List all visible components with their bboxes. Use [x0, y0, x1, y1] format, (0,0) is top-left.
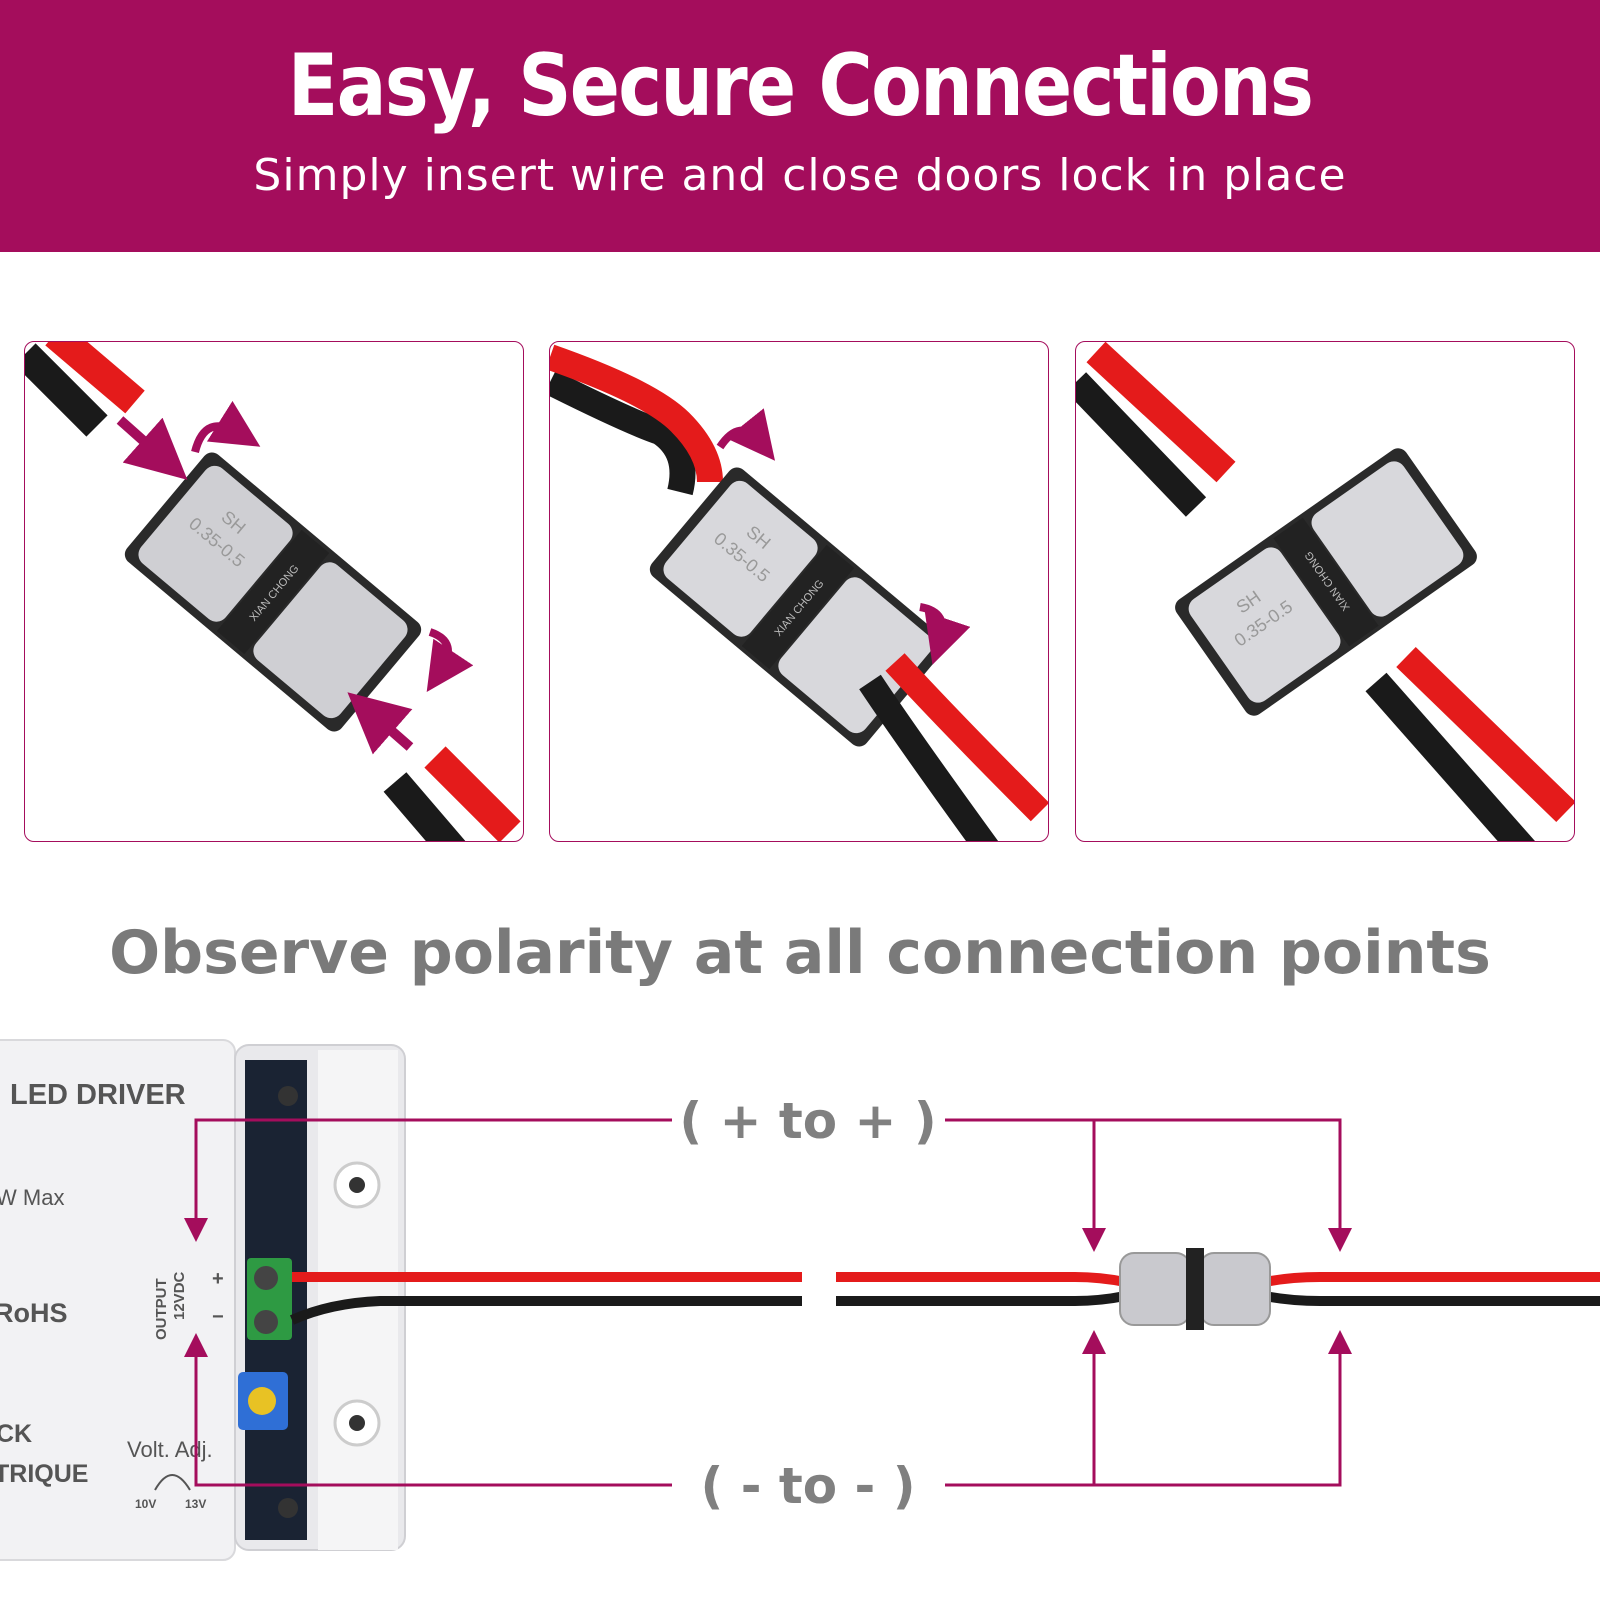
terminal-screw-icon	[254, 1266, 278, 1290]
driver-label-trique: TRIQUE	[0, 1460, 88, 1488]
driver-label-ck: CK	[0, 1420, 32, 1448]
polarity-wiring-diagram: LED DRIVER W Max RoHS CK TRIQUE OUTPUT 1…	[0, 1039, 1600, 1561]
black-wire	[1076, 372, 1207, 517]
minus-to-minus-label: ( - to - )	[700, 1457, 915, 1515]
page-subtitle: Simply insert wire and close doors lock …	[253, 150, 1347, 201]
connector-locked-illustration: 0.35-0.5 SH XIAN CHONG	[1076, 342, 1574, 841]
red-wire	[550, 344, 723, 483]
driver-label: LED DRIVER	[10, 1079, 186, 1111]
red-wire	[1396, 646, 1574, 823]
connector: 0.35-0.5 SH XIAN CHONG	[124, 452, 422, 732]
close-door-arrow-icon	[716, 408, 776, 461]
volt-max-label: 13V	[185, 1497, 206, 1511]
output-plus-sign: +	[212, 1268, 224, 1290]
header-banner: Easy, Secure Connections Simply insert w…	[0, 0, 1600, 252]
black-wire	[289, 1296, 802, 1325]
black-wire	[25, 343, 108, 437]
led-driver: LED DRIVER W Max RoHS CK TRIQUE OUTPUT 1…	[0, 1039, 406, 1561]
insert-arrow-icon	[116, 416, 188, 480]
close-door-arrow-icon	[919, 603, 971, 665]
minus-polarity-lines	[184, 1330, 1352, 1487]
output-voltage-label: 12VDC	[171, 1271, 188, 1320]
connector: 0.35-0.5 SH XIAN CHONG	[1175, 448, 1477, 716]
black-wire	[1365, 672, 1535, 841]
insert-arrow-icon	[347, 692, 414, 755]
potentiometer-knob-icon	[248, 1387, 276, 1415]
driver-power-label: W Max	[0, 1185, 64, 1210]
red-wire	[1264, 1272, 1600, 1287]
plus-polarity-lines	[184, 1118, 1352, 1252]
connector-insert-illustration: 0.35-0.5 SH XIAN CHONG	[25, 342, 521, 841]
plus-to-plus-label: ( + to + )	[679, 1092, 936, 1150]
step-panel-close: 0.35-0.5 SH XIAN CHONG	[549, 341, 1049, 842]
polarity-heading: Observe polarity at all connection point…	[109, 918, 1491, 988]
black-wire	[383, 772, 466, 841]
output-minus-sign: −	[212, 1306, 224, 1328]
step-panel-locked: 0.35-0.5 SH XIAN CHONG	[1075, 341, 1575, 842]
volt-min-label: 10V	[135, 1497, 156, 1511]
red-wire	[45, 342, 145, 414]
red-wire	[424, 746, 521, 841]
red-wire	[1086, 342, 1236, 483]
red-wire	[885, 653, 1048, 822]
page-title: Easy, Secure Connections	[287, 36, 1314, 136]
step-panel-insert: 0.35-0.5 SH XIAN CHONG	[24, 341, 524, 842]
volt-adj-arc-icon	[154, 1474, 191, 1491]
driver-rohs-label: RoHS	[0, 1298, 68, 1328]
black-wire	[550, 370, 696, 496]
black-wire	[1264, 1291, 1600, 1306]
close-door-arrow-icon	[191, 400, 261, 454]
connector-close-illustration: 0.35-0.5 SH XIAN CHONG	[550, 344, 1048, 841]
inline-connector	[1119, 1248, 1271, 1330]
black-wire	[836, 1291, 1126, 1306]
connector: 0.35-0.5 SH XIAN CHONG	[649, 467, 947, 747]
terminal-screw-icon	[254, 1310, 278, 1334]
close-door-arrow-icon	[426, 628, 474, 692]
output-label: OUTPUT	[153, 1278, 170, 1340]
black-wire	[859, 674, 999, 841]
volt-adj-label: Volt. Adj.	[127, 1437, 213, 1462]
red-wire	[836, 1272, 1126, 1287]
